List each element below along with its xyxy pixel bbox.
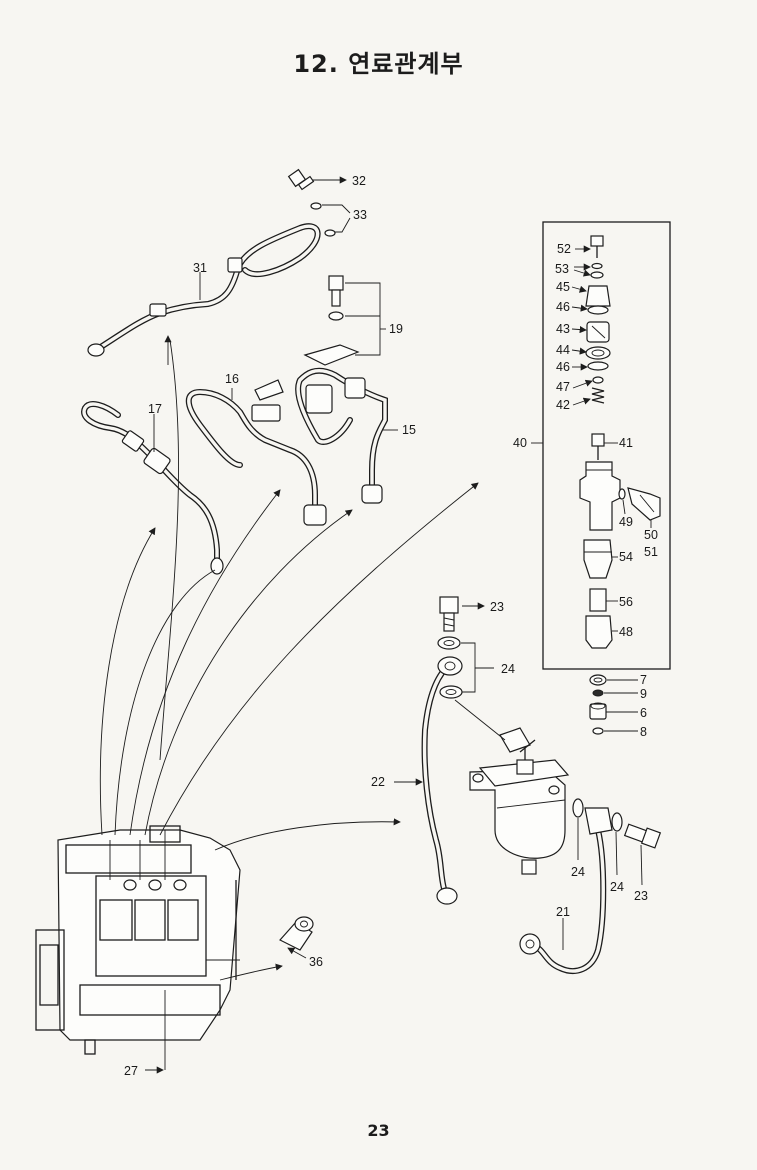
callout-labels: 32 33 31 19 16 17 15 52 53 45 46 43 44 4…	[124, 174, 658, 1078]
callout-42: 42	[556, 398, 570, 412]
washers-33	[310, 202, 351, 237]
callout-22: 22	[371, 775, 385, 789]
fuel-filter	[454, 699, 570, 875]
callout-24-top: 24	[501, 662, 515, 676]
callout-45: 45	[556, 280, 570, 294]
callout-52: 52	[557, 242, 571, 256]
callout-31: 31	[193, 261, 207, 275]
callout-7: 7	[640, 673, 647, 687]
callout-33: 33	[353, 208, 367, 222]
callout-8: 8	[640, 725, 647, 739]
page-title: 12. 연료관계부	[293, 50, 464, 78]
nozzle-parts	[571, 235, 661, 649]
callout-27: 27	[124, 1064, 138, 1078]
callout-21: 21	[556, 905, 570, 919]
bolt-23-top	[439, 596, 485, 632]
callout-23-top: 23	[490, 600, 504, 614]
page-number: 23	[367, 1121, 390, 1140]
callout-23-bottom: 23	[634, 889, 648, 903]
washers-7-9-6-8	[589, 674, 638, 735]
banjo-36	[279, 916, 314, 959]
callout-53: 53	[555, 262, 569, 276]
callout-56: 56	[619, 595, 633, 609]
callout-15: 15	[402, 423, 416, 437]
callout-46b: 46	[556, 360, 570, 374]
callout-51: 51	[644, 545, 658, 559]
callout-49: 49	[619, 515, 633, 529]
callout-43: 43	[556, 322, 570, 336]
callout-50: 50	[644, 528, 658, 542]
injection-pipe-17	[81, 401, 224, 575]
leak-off-pipe-31	[87, 223, 321, 365]
callout-9: 9	[640, 687, 647, 701]
banjo-bolt-32	[287, 168, 347, 191]
leader-arrows	[99, 339, 479, 981]
gaskets-24-top	[437, 636, 494, 699]
callout-48: 48	[619, 625, 633, 639]
callout-54: 54	[619, 550, 633, 564]
callout-47: 47	[556, 380, 570, 394]
callout-16: 16	[225, 372, 239, 386]
callout-36: 36	[309, 955, 323, 969]
callout-40: 40	[513, 436, 527, 450]
callout-24-left: 24	[571, 865, 585, 879]
engine-block	[35, 825, 241, 1074]
callout-44: 44	[556, 343, 570, 357]
callout-17: 17	[148, 402, 162, 416]
nozzle-assembly-box-40	[531, 221, 671, 670]
callout-32: 32	[352, 174, 366, 188]
callout-19: 19	[389, 322, 403, 336]
callout-41: 41	[619, 436, 633, 450]
clamp-bolt-19	[303, 275, 386, 366]
callout-46a: 46	[556, 300, 570, 314]
callout-6: 6	[640, 706, 647, 720]
injection-pipe-16	[185, 379, 327, 526]
injection-pipe-15	[295, 367, 398, 504]
fuel-pipe-22	[394, 656, 463, 905]
fuel-pipe-21	[519, 798, 662, 974]
callout-24-right: 24	[610, 880, 624, 894]
